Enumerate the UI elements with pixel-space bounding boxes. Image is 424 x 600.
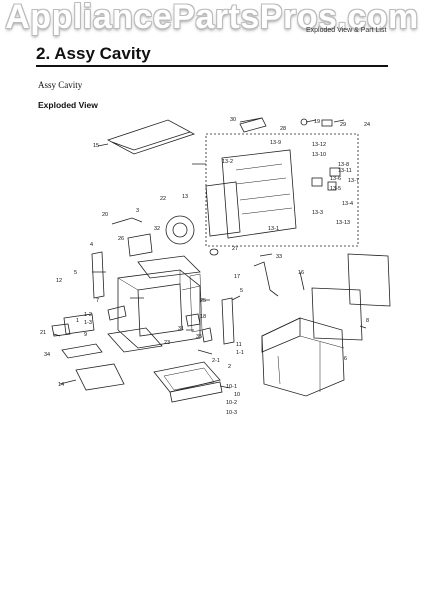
label-2-1: 2-1: [212, 358, 220, 364]
oven-cavity-part: [117, 269, 201, 349]
label-11: 11: [236, 342, 242, 348]
label-13-6: 13-6: [330, 176, 341, 182]
control-panel-part: [221, 149, 297, 239]
right-bracket-part: [221, 297, 235, 345]
part-16: [299, 271, 305, 291]
label-35: 35: [196, 334, 202, 340]
part-27: [209, 248, 219, 256]
label-13-7: 13-7: [348, 178, 359, 184]
label-9: 9: [84, 332, 87, 338]
label-12: 12: [56, 278, 62, 284]
label-4: 4: [90, 242, 93, 248]
subtitle: Assy Cavity: [38, 80, 83, 90]
watermark: AppliancePartsPros.com: [5, 0, 419, 36]
label-13: 13: [182, 194, 188, 200]
label-10-2: 10-2: [226, 400, 237, 406]
part-labels: 15 13 30 28 19 29 24 13-9 13-12 13-10 13…: [40, 117, 370, 416]
label-13-5: 13-5: [330, 186, 341, 192]
label-13-11: 13-11: [338, 168, 352, 174]
control-board-part: [205, 181, 241, 237]
label-5b: 5: [240, 288, 243, 294]
label-13-8: 13-8: [338, 162, 349, 168]
part-18: [185, 313, 201, 327]
exploded-view-heading: Exploded View: [38, 100, 98, 110]
fan-part: [165, 215, 195, 245]
label-23: 23: [164, 340, 170, 346]
section-title: 2. Assy Cavity: [36, 44, 151, 63]
diagram-parts: [51, 117, 391, 403]
label-18: 18: [200, 314, 206, 320]
label-13-13: 13-13: [336, 220, 350, 226]
label-32: 32: [154, 226, 160, 232]
part-13-5: [311, 177, 323, 187]
label-1-2: 1-2: [84, 312, 92, 318]
label-19: 19: [314, 119, 320, 125]
part-21: [51, 323, 71, 337]
label-14: 14: [58, 382, 64, 388]
label-33: 33: [276, 254, 282, 260]
label-22: 22: [160, 196, 166, 202]
label-24: 24: [364, 122, 370, 128]
label-10-3: 10-3: [226, 410, 237, 416]
part-33: [259, 253, 273, 257]
label-13-3: 13-3: [312, 210, 323, 216]
part-35: [201, 327, 213, 343]
handle-bracket-part: [239, 117, 267, 133]
cavity-top-part: [137, 255, 201, 279]
label-3: 3: [136, 208, 139, 214]
label-13-4: 13-4: [342, 201, 353, 207]
part-7: [107, 305, 127, 321]
part-26: [127, 233, 153, 257]
label-1-1: 1-1: [236, 350, 244, 356]
part-9: [63, 313, 95, 335]
part-13-7: [329, 167, 341, 177]
label-29: 29: [340, 122, 346, 128]
label-13-1: 13-1: [268, 226, 279, 232]
header-right: Exploded View & Part List: [306, 27, 387, 34]
label-5a: 5: [74, 270, 77, 276]
rear-cover-part: [347, 253, 391, 307]
label-1: 1: [76, 318, 79, 324]
bottom-frame-part: [153, 361, 221, 393]
top-frame-part: [106, 119, 196, 155]
label-17: 17: [234, 274, 240, 280]
back-panel-part: [311, 287, 363, 341]
label-13-2: 13-2: [222, 159, 233, 165]
label-16: 16: [298, 270, 304, 276]
left-bracket-part: [91, 251, 105, 299]
label-13-10: 13-10: [312, 152, 326, 158]
label-8: 8: [366, 318, 369, 324]
label-28: 28: [280, 126, 286, 132]
label-31: 31: [178, 326, 184, 332]
label-13-9: 13-9: [270, 140, 281, 146]
part-29: [321, 119, 333, 127]
label-1-3: 1-3: [84, 320, 92, 326]
label-10-1: 10-1: [226, 384, 237, 390]
label-27: 27: [232, 246, 238, 252]
label-13-12: 13-12: [312, 142, 326, 148]
label-25: 25: [200, 298, 206, 304]
outer-cabinet-part: [261, 317, 345, 397]
label-6: 6: [344, 356, 347, 362]
label-30: 30: [230, 117, 236, 123]
part-34: [61, 343, 103, 359]
label-21: 21: [40, 330, 46, 336]
label-15: 15: [93, 143, 99, 149]
part-13-4: [327, 181, 337, 191]
label-26: 26: [118, 236, 124, 242]
part-17: [253, 261, 279, 297]
rail-part: [169, 381, 223, 403]
title-rule: [36, 65, 388, 67]
label-10: 10: [234, 392, 240, 398]
drawer-tray-part: [75, 363, 125, 391]
label-34: 34: [44, 352, 50, 358]
label-2: 2: [228, 364, 231, 370]
label-7: 7: [96, 298, 99, 304]
part-20: [111, 217, 143, 225]
label-20: 20: [102, 212, 108, 218]
bottom-tray-part: [107, 327, 163, 353]
